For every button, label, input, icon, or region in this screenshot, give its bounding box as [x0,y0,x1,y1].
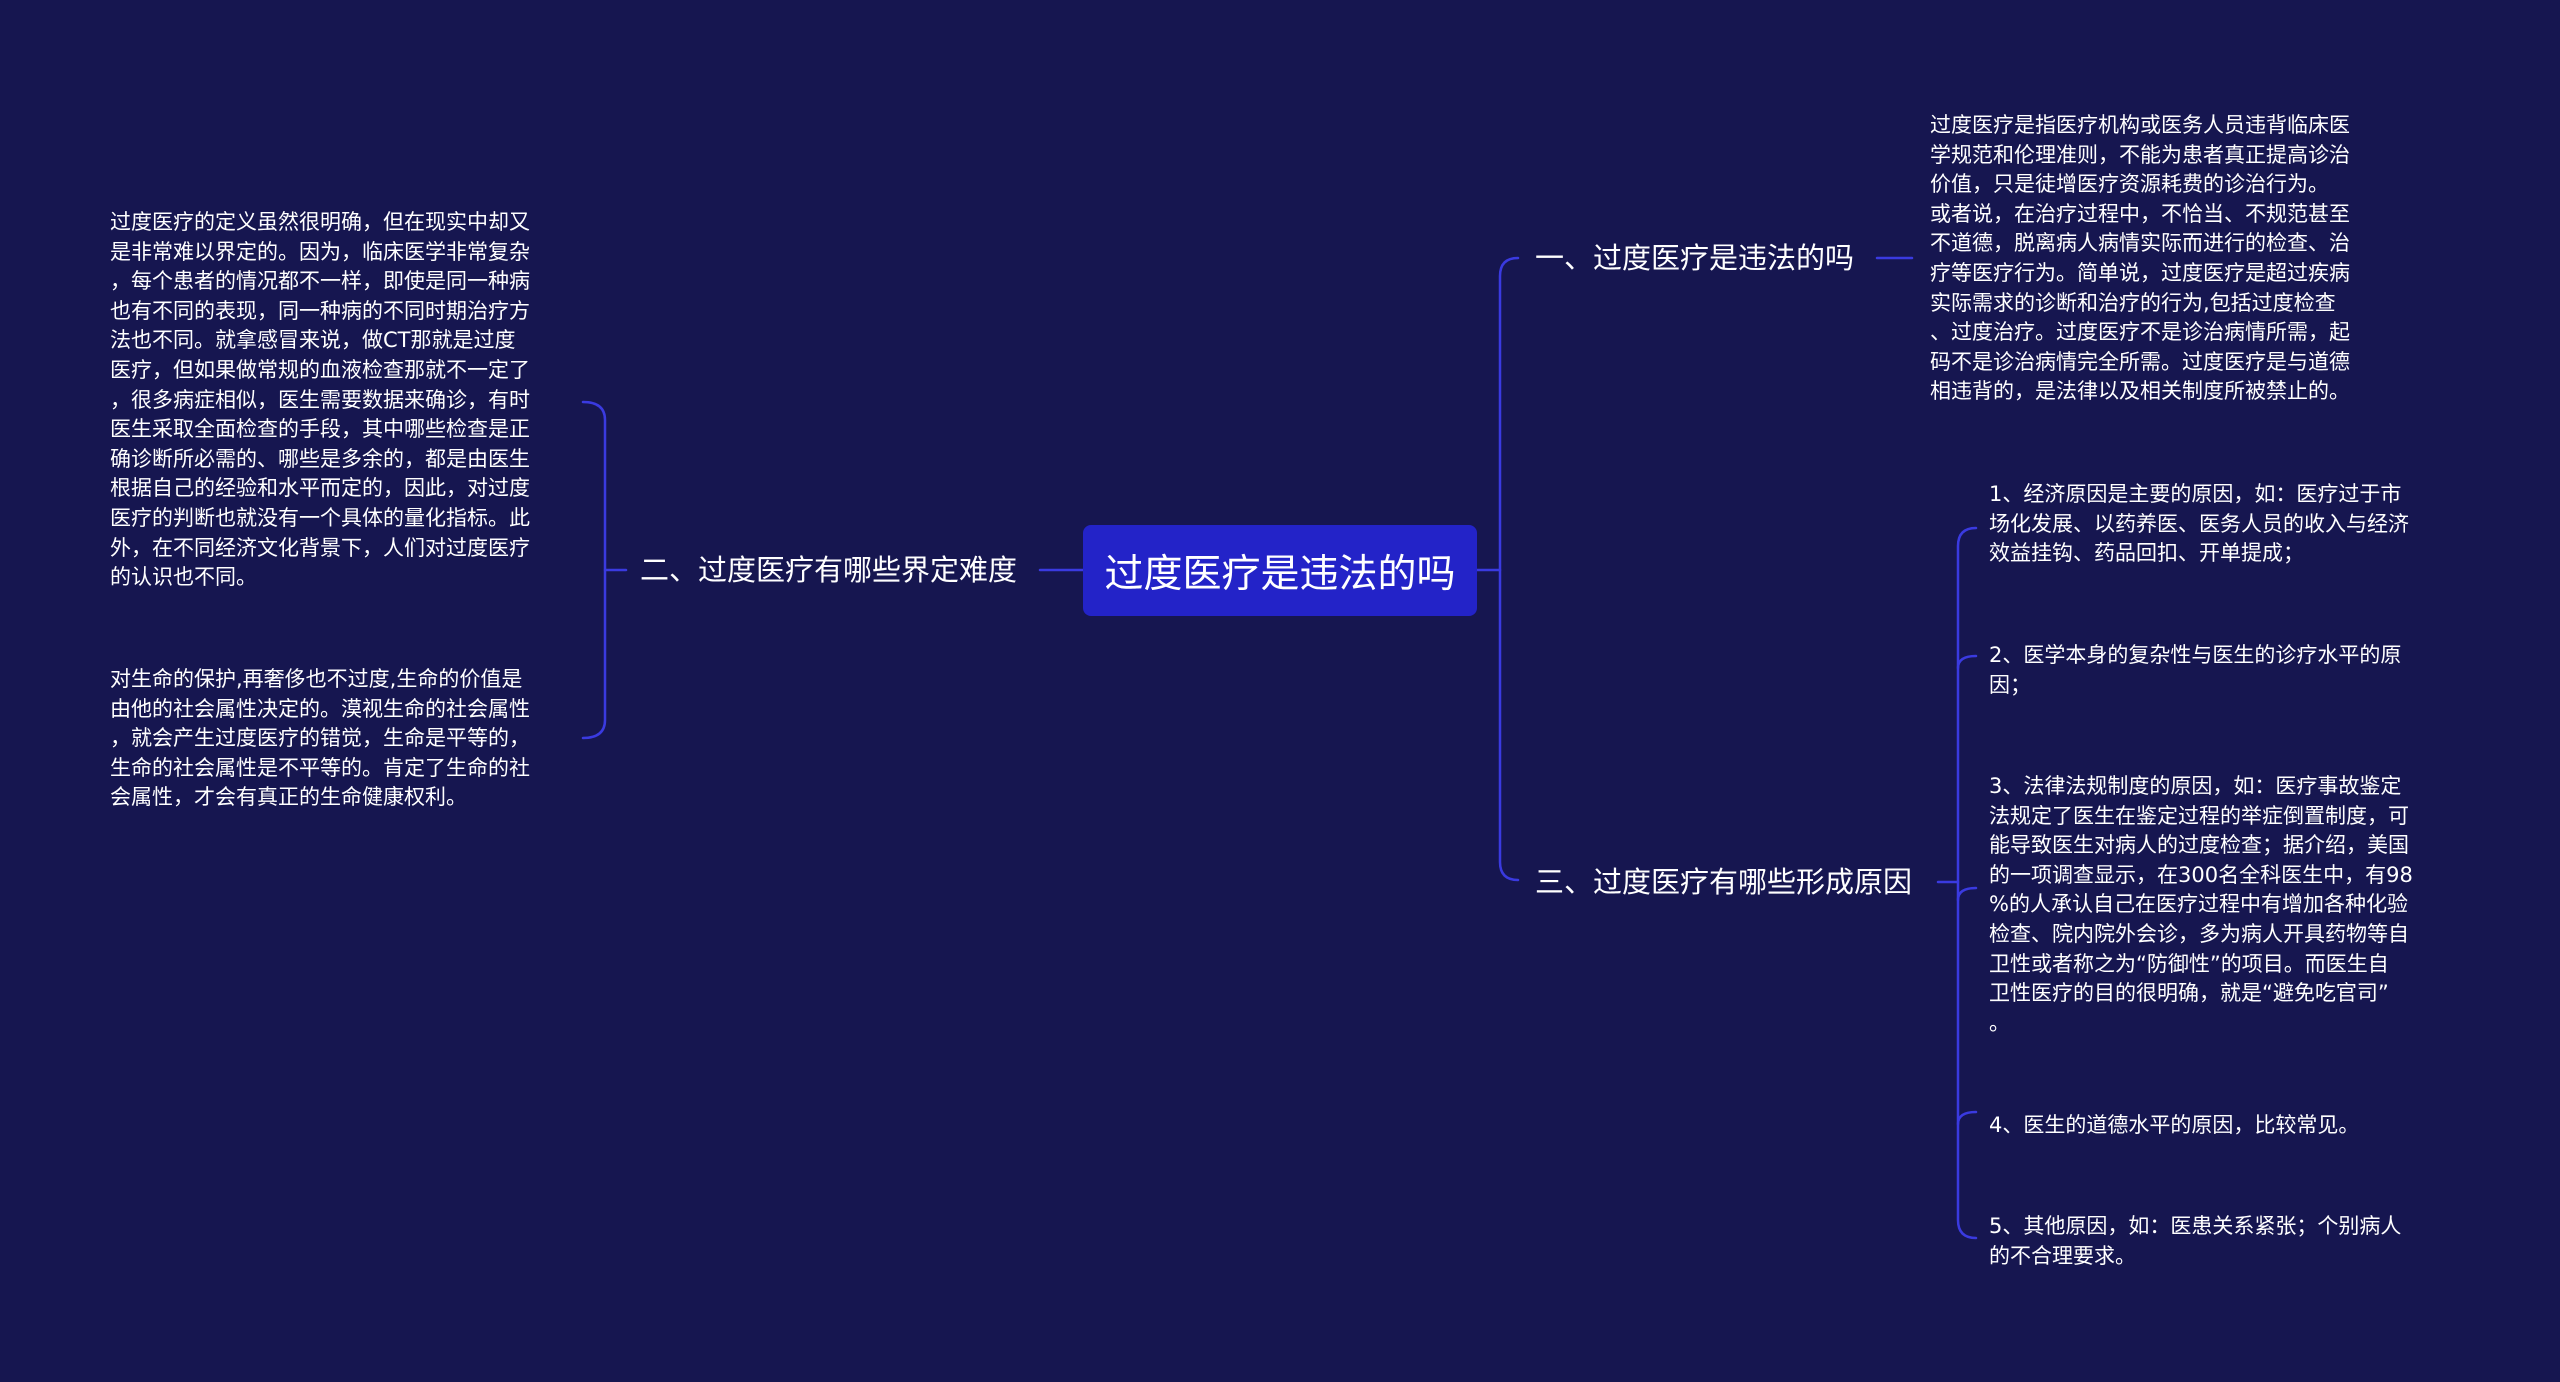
leaf-line: 检查、院内院外会诊，多为病人开具药物等自 [1989,921,2409,946]
leaf-cause-medical-complexity[interactable]: 2、医学本身的复杂性与医生的诊疗水平的原 因； [1989,641,2401,700]
leaf-line: ，很多病症相似，医生需要数据来确诊，有时 [110,387,530,412]
leaf-line: 5、其他原因，如：医患关系紧张；个别病人 [1989,1214,2402,1238]
leaf-line: 效益挂钩、药品回扣、开单提成； [1989,541,2304,566]
leaf-line: 对生命的保护,再奢侈也不过度,生命的价值是 [110,667,523,691]
leaf-line: 也有不同的表现，同一种病的不同时期治疗方 [110,298,530,323]
leaf-line: 的一项调查显示，在300名全科医生中，有98 [1989,862,2413,887]
leaf-line: 法规定了医生在鉴定过程的举症倒置制度，可 [1989,803,2409,828]
leaf-line: 过度医疗的定义虽然很明确，但在现实中却又 [110,210,530,234]
branch-node-definition-difficulty[interactable]: 二、过度医疗有哪些界定难度 [640,553,1018,587]
leaf-line: 过度医疗是指医疗机构或医务人员违背临床医 [1930,113,2350,137]
leaf-cause-economic[interactable]: 1、经济原因是主要的原因，如：医疗过于市 场化发展、以药养医、医务人员的收入与经… [1989,480,2409,569]
leaf-line: 价值，只是徒增医疗资源耗费的诊治行为。 [1930,172,2329,197]
connector-b3-tick-2 [1956,654,1978,670]
leaf-line: 卫性医疗的目的很明确，就是“避免吃官司” [1989,981,2389,1006]
leaf-line: 实际需求的诊断和治疗的行为,包括过度检查 [1930,290,2336,315]
leaf-line: 2、医学本身的复杂性与医生的诊疗水平的原 [1989,643,2402,667]
leaf-definition-complexity[interactable]: 过度医疗的定义虽然很明确，但在现实中却又 是非常难以界定的。因为，临床医学非常复… [110,208,530,593]
leaf-line: 由他的社会属性决定的。漠视生命的社会属性 [110,696,530,721]
leaf-line: 学规范和伦理准则，不能为患者真正提高诊治 [1930,142,2350,167]
connector-b3-tick-4 [1956,1110,1978,1126]
leaf-line: 医疗，但如果做常规的血液检查那就不一定了 [110,357,530,382]
leaf-line: 能导致医生对病人的过度检查；据介绍，美国 [1989,833,2409,858]
connector-b2-bracket-spine [581,400,607,740]
leaf-line: 4、医生的道德水平的原因，比较常见。 [1989,1113,2360,1137]
leaf-line: 1、经济原因是主要的原因，如：医疗过于市 [1989,482,2402,506]
leaf-line: 会属性，才会有真正的生命健康权利。 [110,785,467,810]
leaf-line: 码不是诊治病情完全所需。过度医疗是与道德 [1930,349,2350,374]
leaf-line: 或者说，在治疗过程中，不恰当、不规范甚至 [1930,201,2350,226]
leaf-line: 根据自己的经验和水平而定的，因此，对过度 [110,476,530,501]
root-node[interactable]: 过度医疗是违法的吗 [1083,525,1477,616]
leaf-line: 是非常难以界定的。因为，临床医学非常复杂 [110,239,530,264]
leaf-line: 。 [1989,1010,2010,1035]
leaf-line: 卫性或者称之为“防御性”的项目。而医生自 [1989,951,2389,976]
leaf-cause-other[interactable]: 5、其他原因，如：医患关系紧张；个别病人 的不合理要求。 [1989,1212,2401,1271]
leaf-line: ，就会产生过度医疗的错觉，生命是平等的， [110,726,530,751]
leaf-line: 的不合理要求。 [1989,1243,2136,1268]
leaf-cause-ethics[interactable]: 4、医生的道德水平的原因，比较常见。 [1989,1111,2359,1141]
leaf-line: ，每个患者的情况都不一样，即使是同一种病 [110,269,530,294]
branch-node-causes[interactable]: 三、过度医疗有哪些形成原因 [1535,865,1913,899]
leaf-line: 外，在不同经济文化背景下，人们对过度医疗 [110,535,530,560]
leaf-line: 、过度治疗。过度医疗不是诊治病情所需，起 [1930,320,2350,345]
leaf-line: 法也不同。就拿感冒来说，做CT那就是过度 [110,328,516,353]
leaf-line: 医生采取全面检查的手段，其中哪些检查是正 [110,417,530,442]
leaf-line: 相违背的，是法律以及相关制度所被禁止的。 [1930,379,2350,404]
leaf-line: 因； [1989,672,2031,697]
leaf-life-value[interactable]: 对生命的保护,再奢侈也不过度,生命的价值是 由他的社会属性决定的。漠视生命的社会… [110,665,530,813]
leaf-cause-legal[interactable]: 3、法律法规制度的原因，如：医疗事故鉴定 法规定了医生在鉴定过程的举症倒置制度，… [1989,772,2413,1038]
leaf-line: 不道德，脱离病人病情实际而进行的检查、治 [1930,231,2350,256]
leaf-line: %的人承认自己在医疗过程中有增加各种化验 [1989,892,2408,917]
connector-right-spine [1498,256,1520,882]
leaf-line: 生命的社会属性是不平等的。肯定了生命的社 [110,755,530,780]
leaf-line: 3、法律法规制度的原因，如：医疗事故鉴定 [1989,774,2402,798]
connector-b3-tick-3 [1956,886,1978,902]
leaf-line: 的认识也不同。 [110,565,257,590]
leaf-illegal-definition[interactable]: 过度医疗是指医疗机构或医务人员违背临床医 学规范和伦理准则，不能为患者真正提高诊… [1930,111,2350,407]
connector-b3-bracket-spine [1956,526,1978,1240]
leaf-line: 场化发展、以药养医、医务人员的收入与经济 [1989,511,2409,536]
leaf-line: 医疗的判断也就没有一个具体的量化指标。此 [110,505,530,530]
branch-node-illegal[interactable]: 一、过度医疗是违法的吗 [1535,241,1855,275]
leaf-line: 确诊断所必需的、哪些是多余的，都是由医生 [110,446,530,471]
leaf-line: 疗等医疗行为。简单说，过度医疗是超过疾病 [1930,260,2350,285]
